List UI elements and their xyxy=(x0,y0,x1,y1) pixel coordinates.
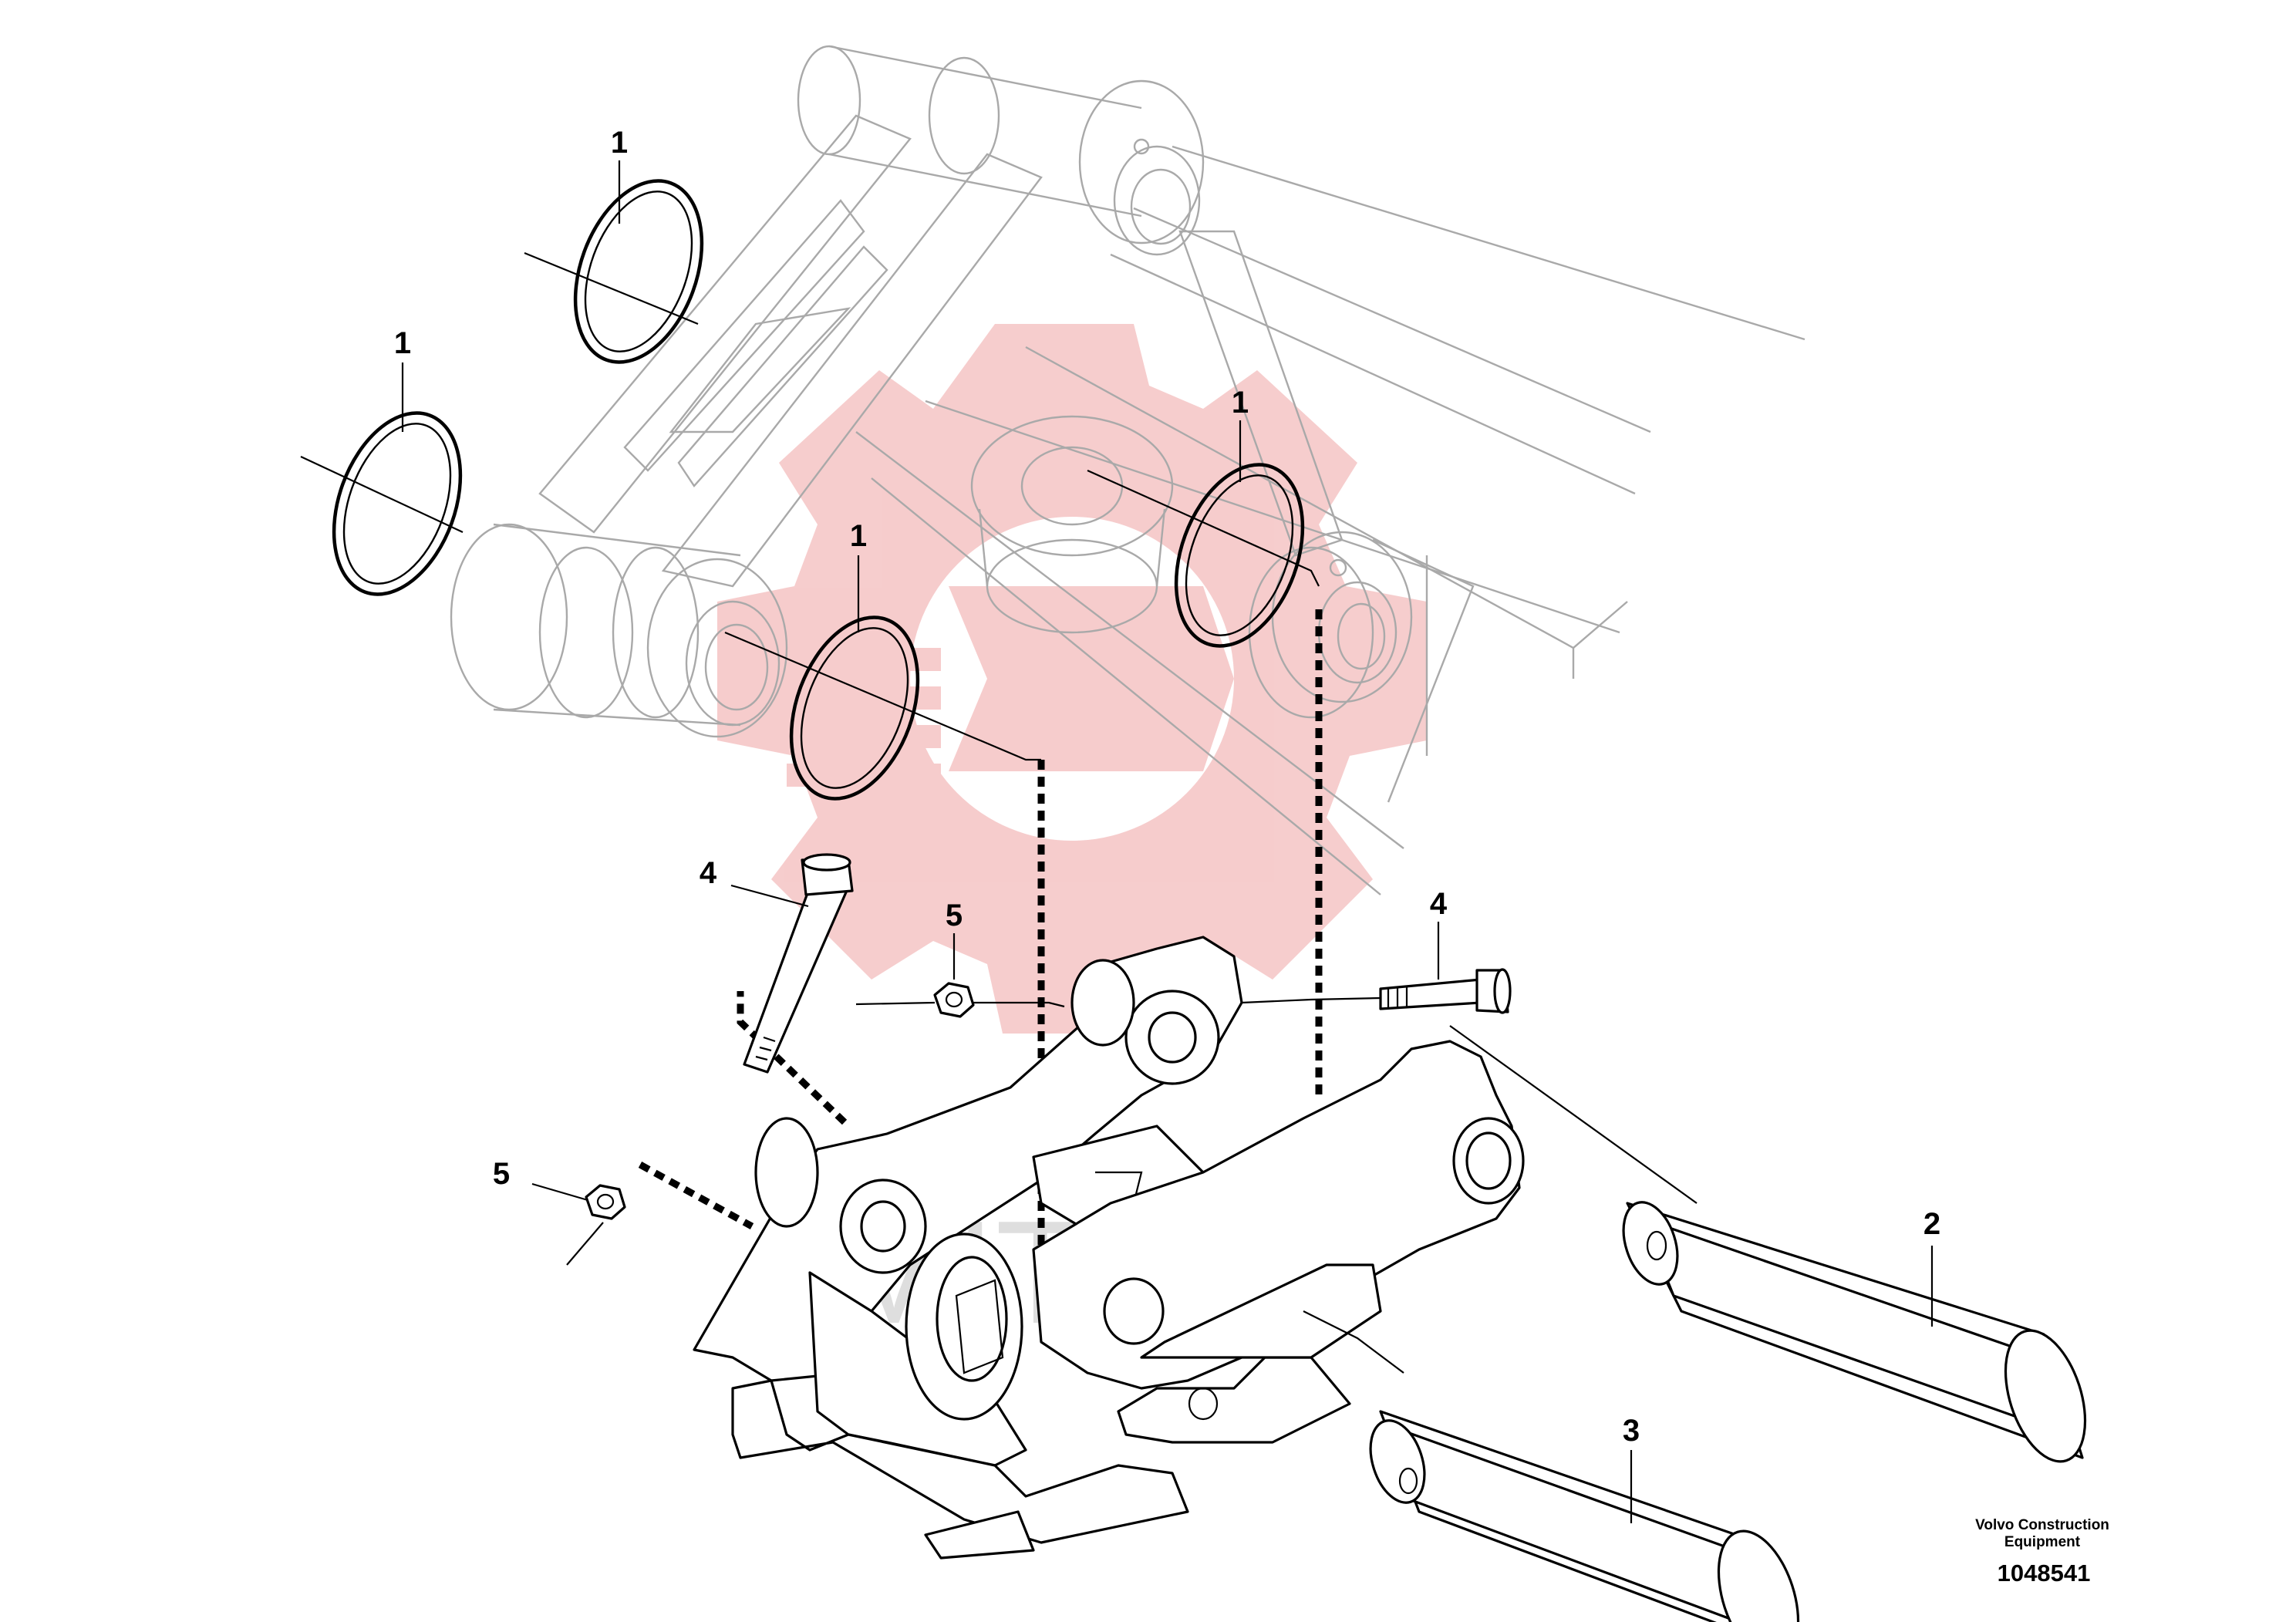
callout-3: 3 xyxy=(1623,1414,1640,1448)
callout-1-top: 1 xyxy=(611,126,628,160)
callout-1-left: 1 xyxy=(394,326,411,360)
pin-part-2 xyxy=(1622,1201,2087,1463)
callout-4-right: 4 xyxy=(1430,887,1448,921)
callout-1-center: 1 xyxy=(850,519,867,553)
quick-coupler xyxy=(693,936,1525,1560)
manufacturer-line-1: Volvo Construction xyxy=(1975,1517,2109,1533)
o-ring-part-1 xyxy=(332,179,1305,801)
leader-lines xyxy=(300,160,1934,1523)
manufacturer-line-2: Equipment xyxy=(2004,1534,2081,1550)
title-block: Volvo Construction Equipment 1048541 xyxy=(1975,1517,2109,1587)
callouts: 1 1 1 1 2 3 4 4 5 5 xyxy=(394,126,1940,1448)
pin-part-3 xyxy=(1369,1410,1800,1622)
callout-5-upper: 5 xyxy=(946,899,963,932)
callout-5-lower: 5 xyxy=(493,1157,510,1191)
callout-4-left: 4 xyxy=(700,856,717,890)
bolt-part-4 xyxy=(743,853,1512,1074)
part-number: 1048541 xyxy=(1998,1560,2091,1587)
watermark: MITEX xyxy=(717,324,1427,1354)
nut-part-5 xyxy=(585,982,975,1220)
machine-arm-ghost xyxy=(450,45,1805,895)
callout-1-right: 1 xyxy=(1232,386,1249,420)
callout-2: 2 xyxy=(1923,1207,1940,1241)
